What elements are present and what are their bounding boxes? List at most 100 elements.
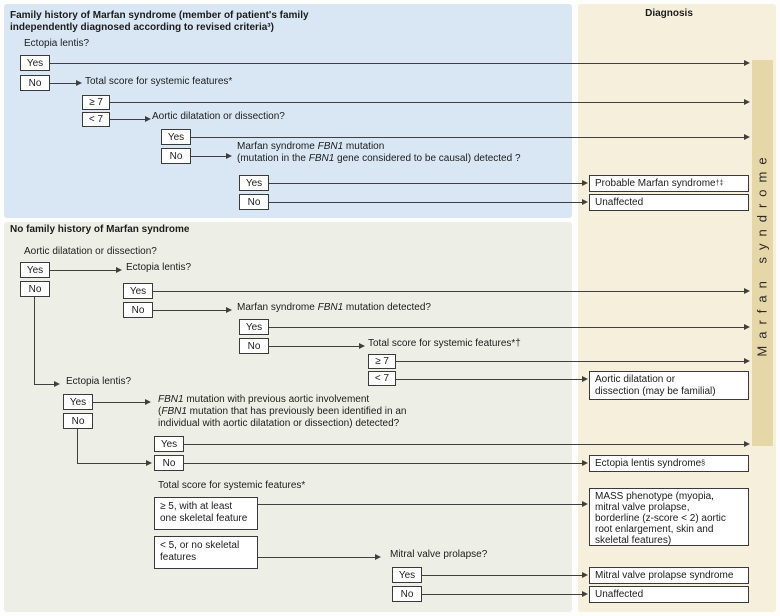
- score-ge7-box: ≥ 7: [82, 95, 110, 110]
- text: mutation: [343, 141, 385, 152]
- ge5-line2: one skeletal feature: [160, 513, 248, 524]
- connector-line: [184, 444, 744, 445]
- text: Ectopia lentis syndrome: [595, 457, 702, 469]
- ge7-label: ≥ 7: [375, 356, 389, 367]
- yes-box: Yes: [20, 55, 50, 71]
- no-label: No: [400, 588, 414, 600]
- arrowhead-icon: [146, 460, 152, 466]
- no-label: No: [28, 283, 42, 295]
- no-label: No: [247, 340, 261, 352]
- connector-line: [269, 202, 582, 203]
- no-label: No: [162, 457, 176, 469]
- no-family-history-title: No family history of Marfan syndrome: [10, 224, 190, 235]
- arrowhead-icon: [226, 307, 232, 313]
- no-label: No: [169, 150, 183, 162]
- connector-line: [396, 379, 582, 380]
- arrowhead-icon: [744, 134, 750, 140]
- yes-box: Yes: [239, 175, 269, 191]
- text: mutation detected?: [343, 302, 431, 313]
- connector-line: [50, 270, 116, 271]
- connector-line: [191, 156, 226, 157]
- text: (mutation in the: [237, 153, 309, 164]
- yes-label: Yes: [167, 131, 185, 143]
- gene-FBN1: FBN1: [308, 153, 335, 164]
- arrowhead-icon: [359, 343, 365, 349]
- question-fbn1-prev-line2: (FBN1 mutation that has previously been …: [158, 406, 407, 418]
- gene-FBN1: FBN1: [158, 394, 184, 405]
- question-fbn1-mutation-line2: (mutation in the FBN1 gene considered to…: [237, 153, 521, 165]
- yes-label: Yes: [26, 264, 44, 276]
- question-ectopia-lentis: Ectopia lentis?: [24, 38, 90, 49]
- no-box: No: [20, 281, 50, 297]
- question-fbn1-mutation-line1: Marfan syndrome FBN1 mutation: [237, 141, 384, 153]
- arrowhead-icon: [744, 99, 750, 105]
- connector-line: [269, 327, 744, 328]
- connector-line: [258, 557, 375, 558]
- text-line4: root enlargement, skin and: [595, 524, 714, 535]
- score-lt7-box: < 7: [82, 112, 110, 127]
- connector-line: [269, 346, 359, 347]
- connector-line: [50, 83, 76, 84]
- question-fbn1-prev-line1: FBN1 mutation with previous aortic invol…: [158, 394, 369, 406]
- yes-label: Yes: [245, 177, 263, 189]
- diagnosis-mitral-valve-prolapse-syndrome: Mitral valve prolapse syndrome: [589, 567, 749, 584]
- text-line3: borderline (z-score < 2) aortic: [595, 513, 726, 524]
- arrowhead-icon: [145, 116, 151, 122]
- yes-label: Yes: [69, 396, 87, 408]
- connector-line: [77, 429, 78, 463]
- arrowhead-icon: [744, 288, 750, 294]
- diagnosis-header: Diagnosis: [645, 8, 693, 19]
- no-box: No: [392, 586, 422, 602]
- question-aortic-dilatation: Aortic dilatation or dissection?: [152, 111, 285, 122]
- question-systemic-score-2: Total score for systemic features*: [158, 480, 306, 491]
- no-box: No: [63, 413, 93, 429]
- diagnosis-unaffected-2: Unaffected: [589, 586, 749, 603]
- marfan-bar-label: Marfan syndrome: [755, 149, 770, 357]
- text: Marfan syndrome: [237, 302, 318, 313]
- no-label: No: [71, 415, 85, 427]
- arrowhead-icon: [744, 324, 750, 330]
- connector-line: [77, 463, 146, 464]
- connector-line: [110, 119, 145, 120]
- arrowhead-icon: [76, 80, 82, 86]
- connector-line: [110, 102, 744, 103]
- connector-line: [153, 291, 744, 292]
- yes-box: Yes: [154, 436, 184, 452]
- connector-line: [269, 183, 582, 184]
- connector-line: [34, 297, 35, 384]
- diagnosis-ectopia-lentis-syndrome: Ectopia lentis syndrome§: [589, 455, 749, 472]
- text-line5: skeletal features): [595, 535, 672, 546]
- no-box: No: [20, 75, 50, 91]
- no-label: No: [131, 304, 145, 316]
- arrowhead-icon: [582, 376, 588, 382]
- diagnosis-mass-phenotype: MASS phenotype (myopia, mitral valve pro…: [589, 488, 749, 546]
- arrowhead-icon: [582, 180, 588, 186]
- question-aortic-dilatation: Aortic dilatation or dissection?: [24, 246, 157, 257]
- connector-line: [50, 63, 744, 64]
- yes-label: Yes: [26, 57, 44, 69]
- diagnosis-probable-marfan: Probable Marfan syndrome†‡: [589, 175, 749, 192]
- yes-box: Yes: [123, 283, 153, 299]
- connector-line: [396, 361, 744, 362]
- yes-box: Yes: [161, 129, 191, 145]
- gene-FBN1: FBN1: [317, 141, 344, 152]
- diagnosis-unaffected-1: Unaffected: [589, 194, 749, 211]
- text: gene considered to be causal) detected ?: [334, 153, 521, 164]
- ge5-line1: ≥ 5, with at least: [160, 501, 233, 512]
- connector-line: [93, 402, 145, 403]
- score-lt7-box: < 7: [368, 371, 396, 386]
- arrowhead-icon: [582, 501, 588, 507]
- text: mutation with previous aortic involvemen…: [183, 394, 370, 405]
- yes-label: Yes: [129, 285, 147, 297]
- no-label: No: [247, 196, 261, 208]
- text-line2: mitral valve prolapse,: [595, 502, 690, 513]
- arrowhead-icon: [145, 399, 151, 405]
- yes-label: Yes: [245, 321, 263, 333]
- arrowhead-icon: [375, 554, 381, 560]
- question-systemic-score-1: Total score for systemic features*†: [368, 338, 521, 349]
- yes-box: Yes: [239, 319, 269, 335]
- gene-FBN1: FBN1: [317, 302, 344, 313]
- connector-line: [184, 463, 582, 464]
